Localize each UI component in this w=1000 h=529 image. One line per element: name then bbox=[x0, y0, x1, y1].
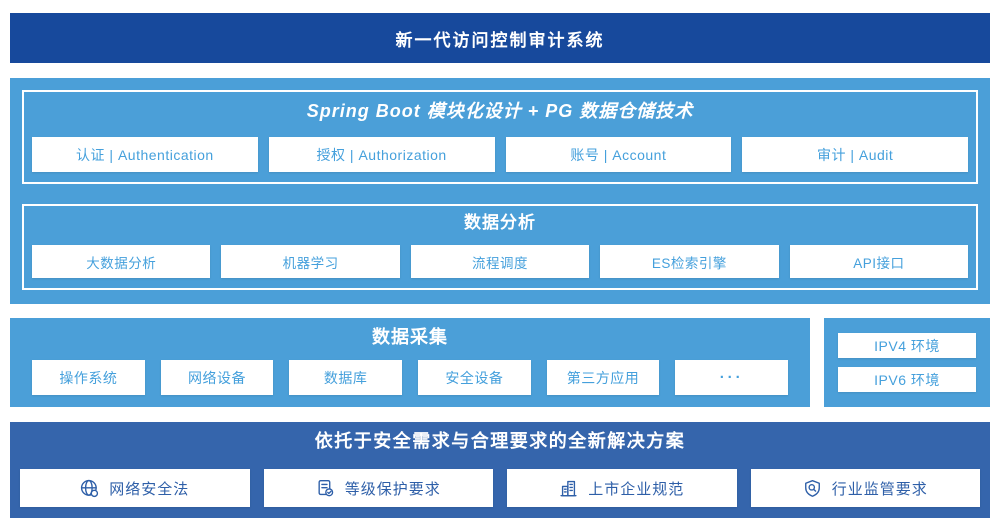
solution-item-industry-regulation: 行业监管要求 bbox=[750, 469, 980, 507]
env-ipv4: IPV4 环境 bbox=[838, 333, 976, 358]
solution-item-listed-company-rules: 上市企业规范 bbox=[507, 469, 737, 507]
shield-magnifier-icon bbox=[803, 479, 822, 498]
solution-section: 依托于安全需求与合理要求的全新解决方案 网络安全法 bbox=[10, 422, 990, 518]
module-workflow-scheduling: 流程调度 bbox=[410, 245, 590, 278]
building-icon bbox=[559, 479, 578, 498]
solution-item-label: 等级保护要求 bbox=[344, 480, 441, 498]
module-api-interface: API接口 bbox=[789, 245, 969, 278]
source-security-device: 安全设备 bbox=[418, 360, 531, 395]
data-collection-title: 数据采集 bbox=[372, 327, 448, 347]
data-analysis-panel: 数据分析 大数据分析 机器学习 流程调度 ES检索引擎 API接口 bbox=[22, 204, 978, 290]
source-third-party-app: 第三方应用 bbox=[546, 360, 660, 395]
module-account: 账号 | Account bbox=[505, 137, 732, 172]
spring-boot-panel: Spring Boot 模块化设计 + PG 数据仓储技术 认证 | Authe… bbox=[22, 90, 978, 184]
page-title: 新一代访问控制审计系统 bbox=[395, 30, 605, 50]
module-es-search-engine: ES检索引擎 bbox=[600, 245, 779, 278]
solution-item-label: 上市企业规范 bbox=[588, 480, 685, 498]
env-ipv6: IPV6 环境 bbox=[838, 367, 976, 392]
source-more-ellipsis: ··· bbox=[675, 360, 789, 395]
source-database: 数据库 bbox=[289, 360, 403, 395]
solution-item-label: 网络安全法 bbox=[109, 480, 190, 498]
solution-item-label: 行业监管要求 bbox=[831, 480, 928, 498]
solution-item-network-security-law: 网络安全法 bbox=[20, 469, 250, 507]
title-banner: 新一代访问控制审计系统 bbox=[10, 13, 990, 63]
analysis-modules-row: 大数据分析 机器学习 流程调度 ES检索引擎 API接口 bbox=[32, 245, 969, 278]
source-network-device: 网络设备 bbox=[160, 360, 274, 395]
platform-section: Spring Boot 模块化设计 + PG 数据仓储技术 认证 | Authe… bbox=[10, 78, 990, 304]
globe-network-icon bbox=[80, 479, 99, 498]
collection-sources-row: 操作系统 网络设备 数据库 安全设备 第三方应用 ··· bbox=[32, 360, 789, 395]
module-authorization: 授权 | Authorization bbox=[268, 137, 495, 172]
module-big-data-analysis: 大数据分析 bbox=[32, 245, 211, 278]
data-analysis-title: 数据分析 bbox=[464, 213, 536, 232]
architecture-diagram: 新一代访问控制审计系统 Spring Boot 模块化设计 + PG 数据仓储技… bbox=[0, 13, 1000, 529]
module-audit: 审计 | Audit bbox=[742, 137, 968, 172]
solution-item-classified-protection: 等级保护要求 bbox=[263, 469, 493, 507]
spring-boot-title: Spring Boot 模块化设计 + PG 数据仓储技术 bbox=[306, 101, 694, 121]
solution-title: 依托于安全需求与合理要求的全新解决方案 bbox=[314, 431, 686, 451]
ip-environment-panel: IPV4 环境 IPV6 环境 bbox=[824, 318, 990, 407]
collection-row: 数据采集 操作系统 网络设备 数据库 安全设备 第三方应用 ··· IPV4 环… bbox=[10, 318, 990, 407]
source-operating-system: 操作系统 bbox=[32, 360, 145, 395]
module-machine-learning: 机器学习 bbox=[221, 245, 400, 278]
data-collection-panel: 数据采集 操作系统 网络设备 数据库 安全设备 第三方应用 ··· bbox=[10, 318, 810, 407]
solution-items-row: 网络安全法 等级保护要求 bbox=[20, 469, 980, 507]
compliance-checklist-icon bbox=[316, 479, 335, 498]
auth-modules-row: 认证 | Authentication 授权 | Authorization 账… bbox=[32, 137, 968, 172]
module-authentication: 认证 | Authentication bbox=[32, 137, 258, 172]
